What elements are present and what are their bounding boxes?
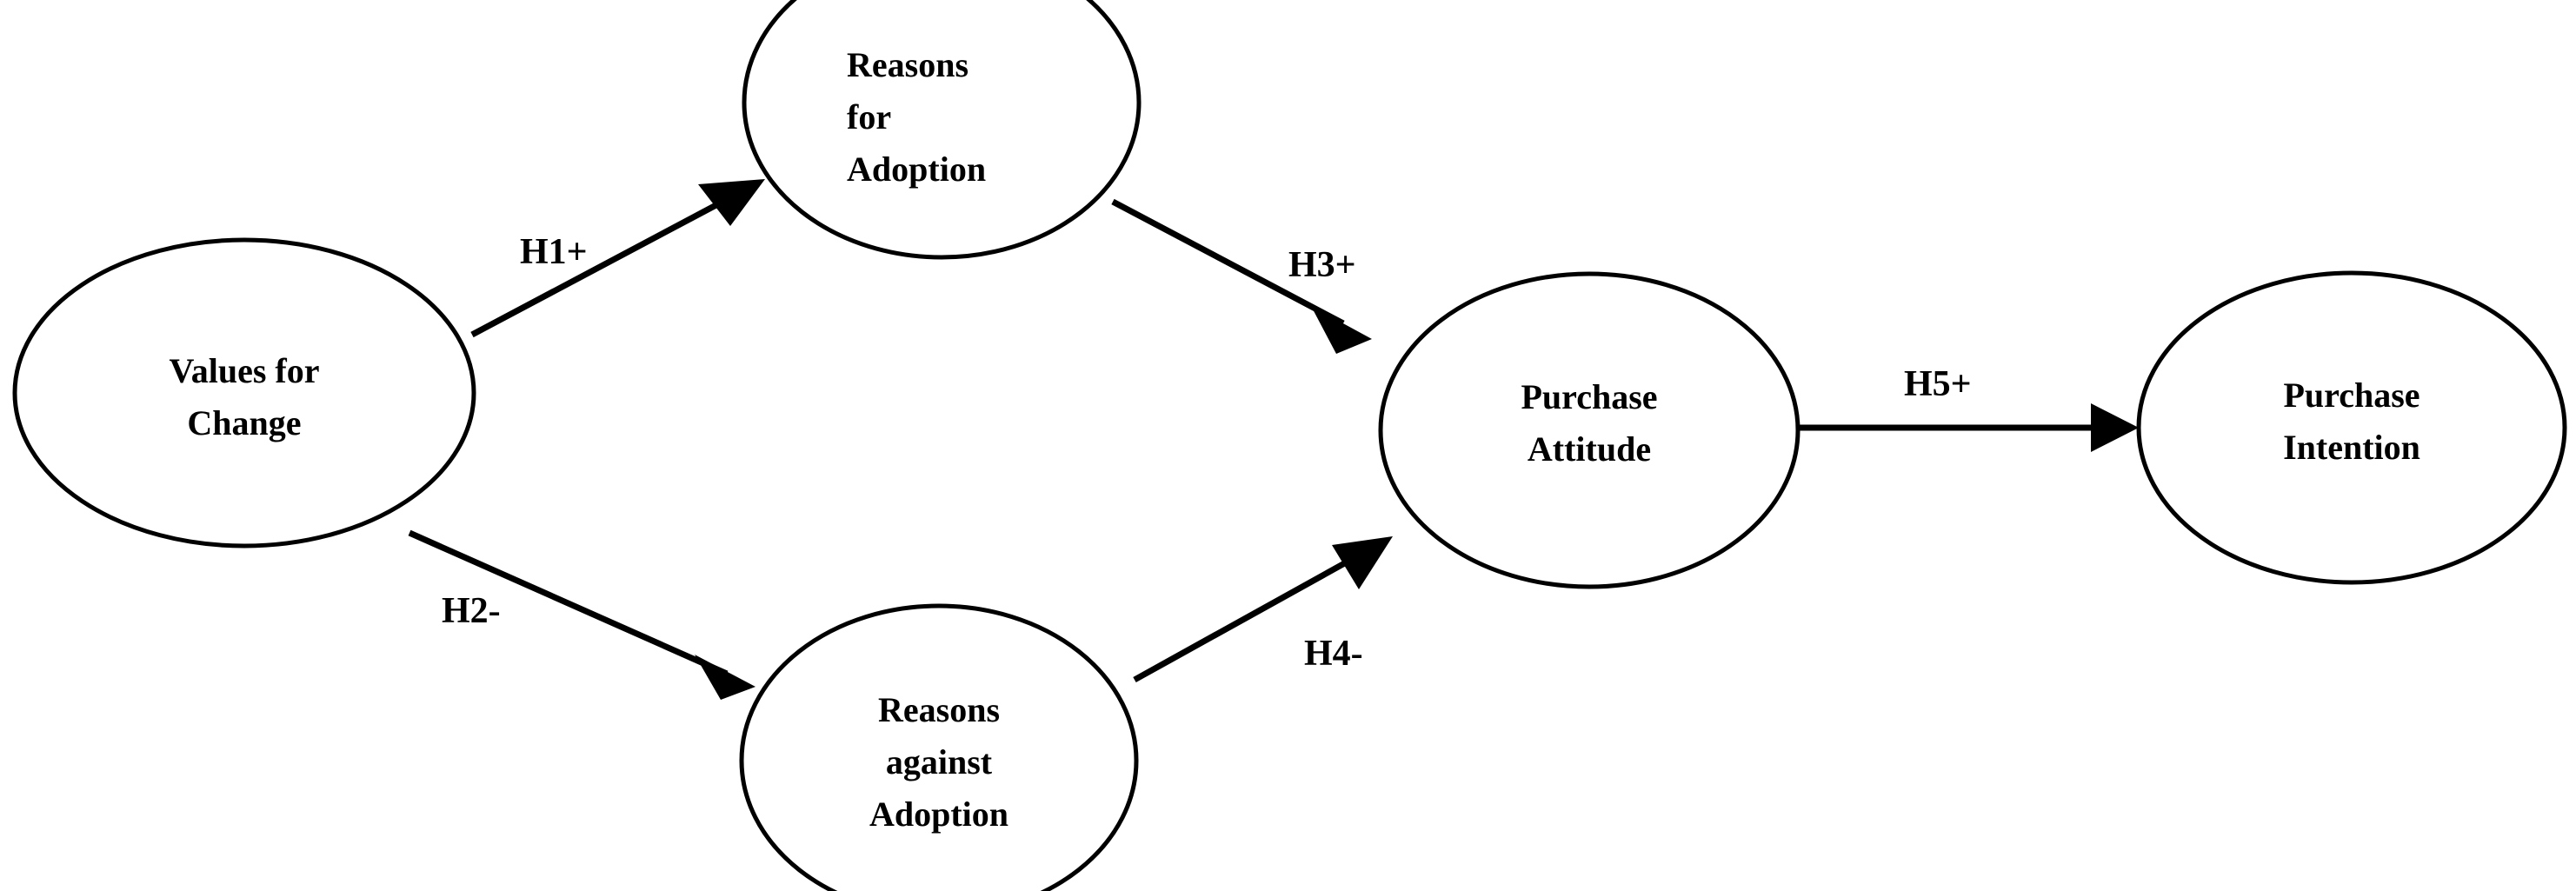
node-values-for-change-line1: Values for <box>170 351 320 390</box>
edge-h4: H4- <box>1133 536 1393 683</box>
edge-h4-line <box>1133 549 1367 683</box>
node-purchase-intention[interactable]: Purchase Intention <box>2136 270 2567 585</box>
edge-h3: H3+ <box>1111 198 1372 354</box>
edge-h2: H2- <box>408 529 755 700</box>
edge-h5: H5+ <box>1800 364 2139 452</box>
node-values-for-change-line2: Change <box>187 403 301 442</box>
edge-h3-label: H3+ <box>1288 245 1356 285</box>
edge-h5-label: H5+ <box>1904 364 1972 404</box>
edge-h2-line <box>408 529 729 677</box>
node-purchase-attitude-line2: Attitude <box>1528 429 1651 469</box>
node-values-for-change-shape[interactable] <box>12 237 476 549</box>
node-purchase-attitude-shape[interactable] <box>1378 271 1801 589</box>
node-purchase-intention-shape[interactable] <box>2136 270 2567 585</box>
node-purchase-attitude[interactable]: Purchase Attitude <box>1378 271 1801 589</box>
edge-h4-label: H4- <box>1304 634 1363 674</box>
node-reasons-against-adoption-line3: Adoption <box>869 795 1008 834</box>
node-reasons-against-adoption-shape[interactable] <box>739 603 1139 891</box>
edge-h1-label: H1+ <box>520 232 588 272</box>
edge-h2-label: H2- <box>442 591 501 631</box>
node-reasons-against-adoption[interactable]: Reasons against Adoption <box>739 603 1139 891</box>
node-values-for-change[interactable]: Values for Change <box>12 237 476 549</box>
node-reasons-for-adoption-shape[interactable] <box>742 0 1142 260</box>
node-reasons-against-adoption-line1: Reasons <box>878 690 1000 729</box>
edge-h1-line <box>470 190 741 338</box>
edge-h5-arrowhead <box>2091 403 2139 452</box>
edge-h3-line <box>1111 198 1345 327</box>
edge-h1-arrowhead <box>698 179 765 226</box>
node-reasons-for-adoption[interactable]: Reasons for Adoption <box>742 0 1142 260</box>
node-reasons-for-adoption-line3: Adoption <box>847 150 986 189</box>
node-reasons-against-adoption-line2: against <box>886 742 993 781</box>
node-purchase-attitude-line1: Purchase <box>1521 377 1657 416</box>
edge-h1: H1+ <box>470 179 765 338</box>
node-reasons-for-adoption-line1: Reasons <box>847 45 968 84</box>
node-purchase-intention-line2: Intention <box>2283 428 2420 467</box>
edge-h2-arrowhead <box>695 655 755 700</box>
edge-h4-arrowhead <box>1332 536 1393 589</box>
edge-h3-arrowhead <box>1311 306 1372 354</box>
node-purchase-intention-line1: Purchase <box>2283 376 2420 415</box>
node-reasons-for-adoption-line2: for <box>847 97 891 136</box>
